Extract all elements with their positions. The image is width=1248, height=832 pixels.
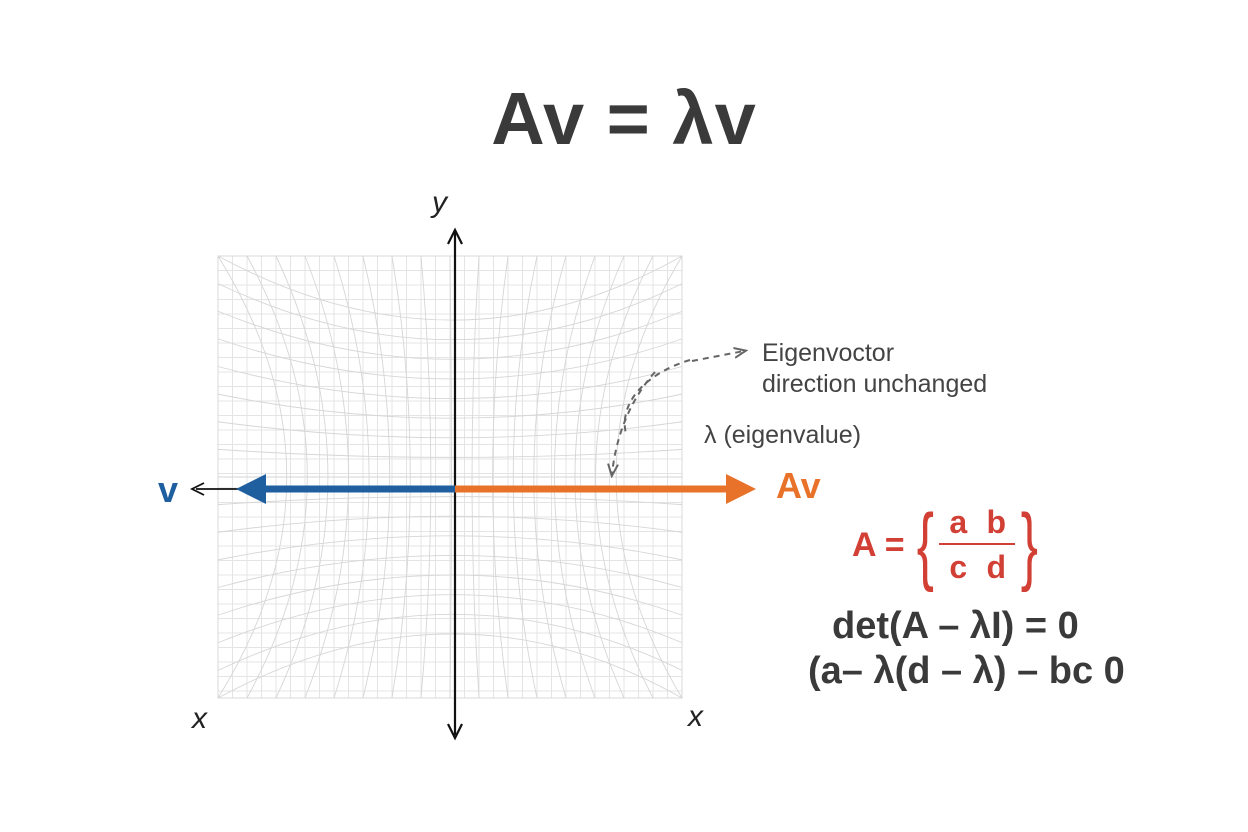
warped-grid-curve-vertical [595, 255, 654, 699]
warped-grid-curve-horizontal [217, 613, 683, 671]
warped-grid-curve-vertical [553, 255, 596, 699]
eigenvector-note-line-1: Eigenvoctor [762, 339, 895, 367]
warped-grid-curve-horizontal [217, 448, 683, 458]
warped-grid [217, 255, 683, 699]
vector-v-label: v [158, 469, 179, 510]
warped-grid-curve-horizontal [217, 366, 683, 399]
determinant-equation: det(A – λI) = 0 [832, 605, 1079, 647]
eigenvector-dashed-arc [623, 359, 691, 435]
matrix-entries: a b c d [939, 504, 1016, 586]
warped-grid-curve-horizontal [217, 633, 683, 699]
matrix-entry-d: d [986, 549, 1007, 585]
warped-grid-curve-vertical [492, 255, 509, 699]
characteristic-equation: (a– λ(d – λ) – bc 0 [808, 650, 1125, 692]
warped-grid-curve-vertical [533, 255, 567, 699]
matrix-right-brace: } [1021, 497, 1039, 593]
warped-grid-curve-horizontal [217, 515, 683, 533]
eigenvector-note: Eigenvoctor direction unchanged [762, 338, 987, 401]
warped-grid-curve-horizontal [217, 555, 683, 588]
matrix-entry-a: a [939, 504, 978, 545]
x-axis-label-left: x [192, 702, 207, 735]
vector-av-arrowhead [726, 474, 756, 504]
matrix-definition: A = { a b c d } [852, 500, 1044, 590]
eigenvector-dashed-arrow [691, 351, 744, 362]
warped-grid-curve-horizontal [217, 496, 683, 506]
vector-av-label: Av [776, 465, 821, 506]
warped-grid-curve-horizontal [217, 338, 683, 380]
matrix-lhs: A = [852, 525, 905, 564]
warped-grid-curve-horizontal [217, 393, 683, 419]
eigenvalue-note: λ (eigenvalue) [704, 421, 862, 449]
equation-title: Av = λv [491, 77, 757, 160]
y-axis-arrowhead-top [447, 227, 463, 245]
matrix-entry-b: b [977, 504, 1016, 545]
warped-grid-curve-horizontal [217, 574, 683, 616]
warped-grid-curve-vertical [512, 255, 538, 699]
x-axis-label-right: x [688, 700, 703, 733]
matrix-entry-c: c [949, 549, 968, 585]
eigenvector-note-line-2: direction unchanged [762, 370, 988, 399]
y-axis-label: y [432, 186, 447, 219]
vector-v-arrowhead [236, 474, 266, 504]
matrix-left-brace: { [916, 497, 934, 593]
warped-grid-curve-horizontal [217, 255, 683, 321]
warped-grid-curve-horizontal [217, 421, 683, 439]
warped-grid-curve-horizontal [217, 535, 683, 561]
y-axis-arrowhead-bottom [447, 723, 463, 741]
warped-grid-curve-horizontal [217, 283, 683, 341]
v-pointer-arrowhead [189, 482, 205, 496]
warped-grid-curve-vertical [471, 255, 480, 699]
eigenvalue-dashed-arrow [612, 371, 656, 474]
